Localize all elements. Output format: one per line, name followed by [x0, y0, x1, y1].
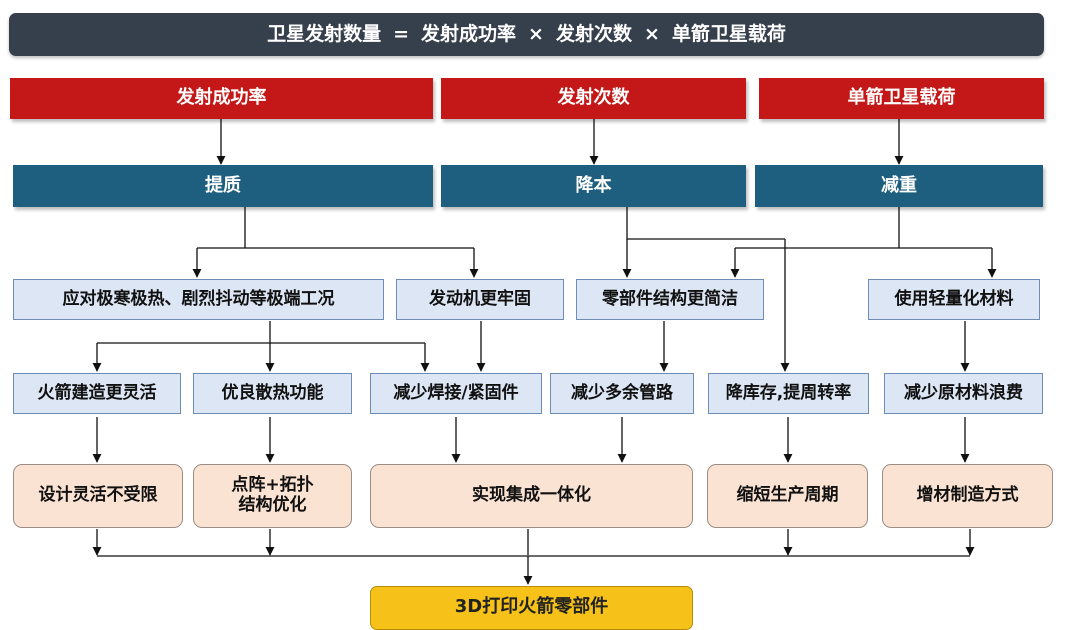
need-sturdy-engine: 发动机更牢固 — [396, 279, 564, 320]
factor-payload: 单箭卫星载荷 — [759, 78, 1044, 119]
formula-term-1: 发射成功率 — [421, 22, 517, 45]
formula-term-3: 单箭卫星载荷 — [671, 22, 786, 45]
effect-fewer-pipes: 减少多余管路 — [550, 373, 694, 414]
effect-flexible-build: 火箭建造更灵活 — [13, 373, 181, 414]
effect-fewer-welds: 减少焊接/紧固件 — [370, 373, 542, 414]
goal-weight: 减重 — [755, 165, 1043, 207]
effect-lower-inventory: 降库存,提周转率 — [708, 373, 869, 414]
effect-heat-dissipation: 优良散热功能 — [193, 373, 352, 414]
formula-lhs: 卫星发射数量 — [267, 22, 382, 45]
means-additive-manufacturing: 增材制造方式 — [882, 464, 1053, 528]
means-integration: 实现集成一体化 — [370, 464, 693, 528]
factor-launch-count: 发射次数 — [441, 78, 746, 119]
formula-term-2: 发射次数 — [555, 22, 632, 45]
effect-less-waste: 减少原材料浪费 — [884, 373, 1043, 414]
result-3d-printed-parts: 3D打印火箭零部件 — [370, 586, 693, 630]
goal-cost: 降本 — [441, 165, 746, 207]
means-shorter-cycle: 缩短生产周期 — [707, 464, 868, 528]
means-lattice-line-2: 结构优化 — [238, 495, 307, 515]
means-lattice-line-1: 点阵+拓扑 — [231, 475, 314, 496]
goal-quality: 提质 — [13, 165, 433, 207]
formula-times-2: × — [643, 22, 660, 45]
need-extreme-conditions: 应对极寒极热、剧烈抖动等极端工况 — [13, 279, 384, 320]
formula-times-1: × — [528, 22, 544, 45]
need-lightweight-material: 使用轻量化材料 — [868, 279, 1040, 320]
formula-bar: 卫星发射数量 = 发射成功率 × 发射次数 × 单箭卫星载荷 — [9, 13, 1044, 56]
factor-success-rate: 发射成功率 — [10, 78, 433, 119]
need-simpler-structure: 零部件结构更简洁 — [576, 279, 764, 320]
means-flexible-design: 设计灵活不受限 — [13, 464, 183, 528]
formula-equals: = — [393, 22, 410, 45]
means-lattice-topology: 点阵+拓扑 结构优化 — [193, 464, 352, 528]
